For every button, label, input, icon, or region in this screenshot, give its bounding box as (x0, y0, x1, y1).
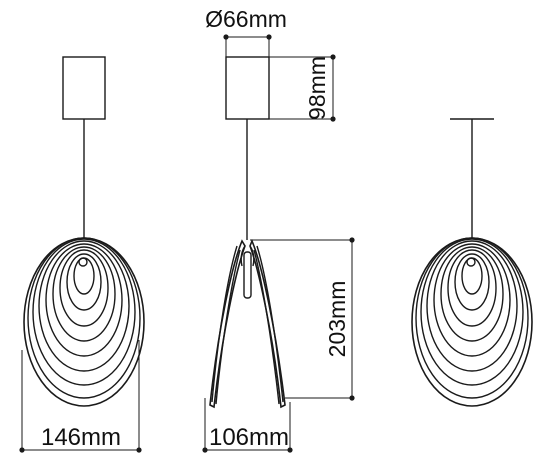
front-view-ceiling-bar (411, 118, 533, 407)
width-dimension (19, 340, 142, 453)
shade-height-dimension (250, 237, 355, 401)
depth-label: 106mm (209, 424, 289, 451)
canopy-height-label: 98mm (304, 56, 330, 120)
depth-dimension (202, 398, 293, 453)
shade-right (411, 237, 533, 407)
canopy-front (62, 56, 106, 120)
canopy-diameter-label: Ø66mm (205, 6, 287, 32)
shade-front (23, 237, 145, 407)
canopy-side (225, 56, 270, 120)
front-view-with-canopy (23, 56, 145, 407)
canopy-height-dimension (269, 54, 336, 122)
shade-side (209, 238, 286, 409)
canopy-diameter-dimension (223, 34, 272, 57)
shade-height-label: 203mm (324, 281, 350, 358)
width-label: 146mm (41, 424, 121, 451)
side-view-with-canopy (209, 56, 286, 409)
